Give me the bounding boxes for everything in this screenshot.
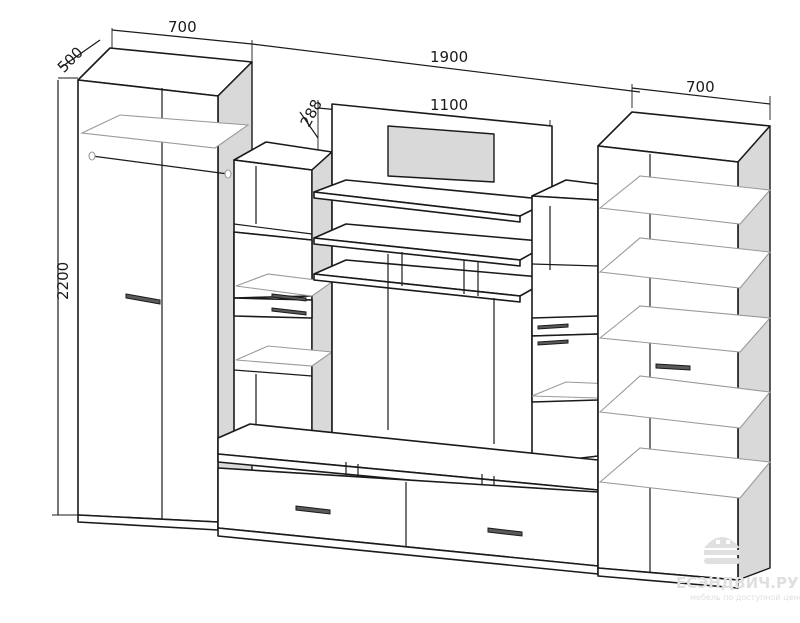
mid-left-handle-1 bbox=[271, 293, 307, 302]
dim-left-width: 700 bbox=[168, 18, 197, 36]
dim-left-depth: 500 bbox=[54, 43, 87, 76]
dim-mid-depth: 288 bbox=[297, 96, 326, 130]
watermark: ЕСЭНДВИЧ.РУ мебель по доступной цене bbox=[676, 537, 800, 602]
drawer-right-handle bbox=[487, 527, 523, 537]
dim-mid-width: 1100 bbox=[430, 96, 468, 114]
middle-left-column bbox=[233, 141, 334, 449]
drawer-left-handle bbox=[295, 505, 331, 515]
dim-total-width: 1900 bbox=[430, 48, 468, 66]
burger-logo-icon bbox=[704, 537, 740, 564]
watermark-subtext: мебель по доступной цене bbox=[690, 593, 800, 602]
mid-left-handle-2 bbox=[271, 307, 307, 316]
tv-base bbox=[217, 423, 599, 575]
watermark-text: ЕСЭНДВИЧ.РУ bbox=[676, 574, 799, 592]
right-cabinet-handle bbox=[655, 363, 691, 371]
center-tv-section bbox=[313, 103, 553, 459]
right-cabinet bbox=[597, 111, 772, 589]
dim-right-width: 700 bbox=[686, 78, 715, 96]
dim-height: 2200 bbox=[54, 262, 72, 300]
mid-right-handle-2 bbox=[537, 339, 569, 346]
left-wardrobe-handle bbox=[125, 293, 161, 305]
mid-right-handle-1 bbox=[537, 323, 569, 330]
